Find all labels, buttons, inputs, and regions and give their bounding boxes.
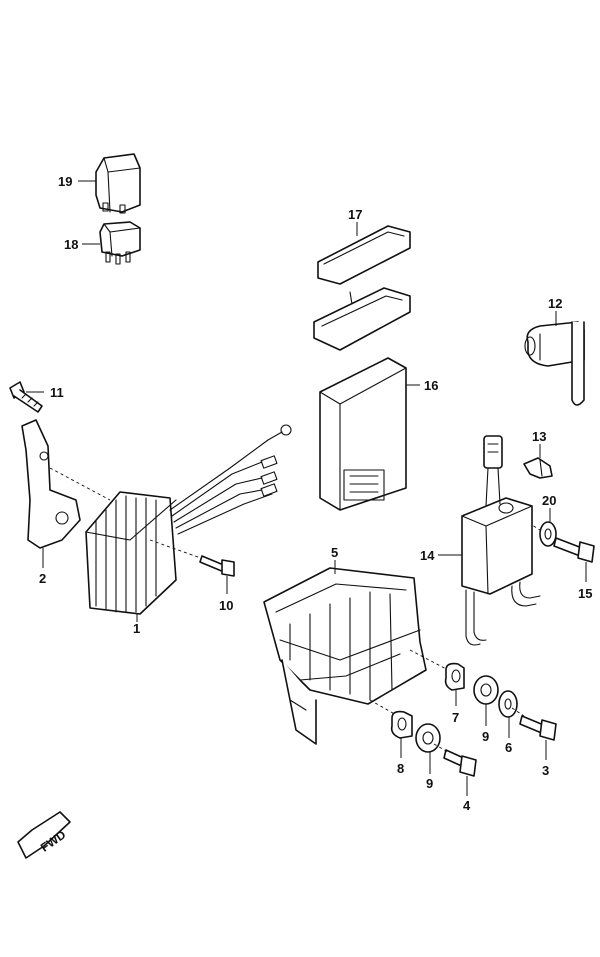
ecm-unit <box>319 357 407 511</box>
grommet-9-lower <box>415 723 441 753</box>
collar-7 <box>444 662 465 691</box>
callout-5: 5 <box>331 545 338 560</box>
bolt-4 <box>443 749 477 777</box>
forward-arrow-icon: FWD <box>17 811 71 859</box>
mounting-bracket <box>21 419 81 549</box>
callout-8: 8 <box>397 761 404 776</box>
dash-washer-bolt3 <box>511 707 525 717</box>
relay-small <box>99 221 141 265</box>
callout-19: 19 <box>58 174 72 189</box>
bolt-11 <box>9 381 43 413</box>
callout-4: 4 <box>463 798 471 813</box>
dash-grommet-bolt4 <box>433 743 449 753</box>
relay-large <box>95 153 141 214</box>
callout-3: 3 <box>542 763 549 778</box>
callout-11: 11 <box>50 385 64 400</box>
washer-6 <box>498 690 518 718</box>
callout-10: 10 <box>219 598 233 613</box>
bolt-15 <box>553 537 595 563</box>
component-case <box>263 567 427 745</box>
callout-13: 13 <box>532 429 546 444</box>
dash-bracket-regulator <box>49 467 111 501</box>
callout-12: 12 <box>548 296 562 311</box>
collar-8 <box>390 710 413 739</box>
callout-18: 18 <box>64 237 78 252</box>
rubber-sleeve <box>313 225 411 351</box>
plug-cap <box>524 321 585 406</box>
bolt-10 <box>199 555 235 577</box>
callout-15: 15 <box>578 586 592 601</box>
callout-14: 14 <box>420 548 435 563</box>
callout-7: 7 <box>452 710 459 725</box>
bolt-3 <box>519 715 557 741</box>
callout-2: 2 <box>39 571 46 586</box>
voltage-regulator <box>85 424 292 615</box>
ignition-coil <box>461 435 541 646</box>
callout-6: 6 <box>505 740 512 755</box>
washer-20 <box>539 521 557 547</box>
callout-9-upper: 9 <box>482 729 489 744</box>
callout-20: 20 <box>542 493 556 508</box>
dash-case-grommet7 <box>409 649 453 673</box>
callout-17: 17 <box>348 207 362 222</box>
grommet-9-upper <box>473 675 499 705</box>
callout-9-lower: 9 <box>426 776 433 791</box>
callout-16: 16 <box>424 378 438 393</box>
callout-1: 1 <box>133 621 140 636</box>
wire-clamp <box>523 457 553 479</box>
